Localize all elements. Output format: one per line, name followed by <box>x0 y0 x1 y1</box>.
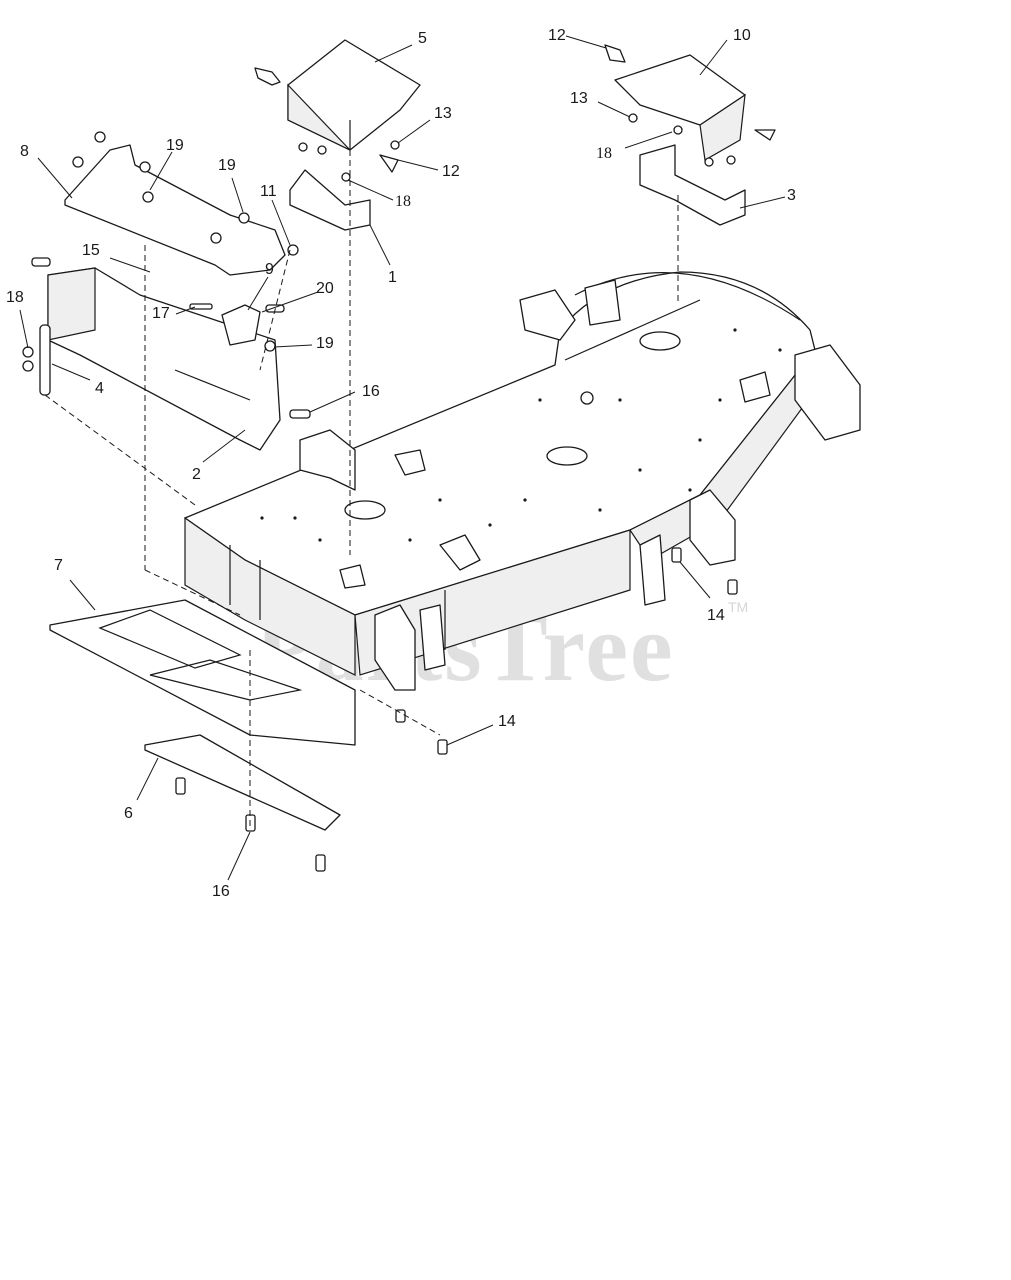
callout-7: 7 <box>54 557 63 574</box>
callout-20: 20 <box>316 280 334 297</box>
callout-14-bottom: 14 <box>498 713 516 730</box>
callout-5: 5 <box>418 30 427 47</box>
spindle-opening-right <box>639 331 681 351</box>
spindle-opening-center <box>546 446 588 466</box>
callout-6: 6 <box>124 805 133 822</box>
callout-14-right: 14 <box>707 607 725 624</box>
watermark-trademark: TM <box>728 599 748 615</box>
callout-4: 4 <box>95 380 104 397</box>
callout-16-top: 16 <box>362 383 380 400</box>
hitch-pin <box>39 324 51 396</box>
cover-bracket-right <box>639 144 746 226</box>
callout-17: 17 <box>152 305 170 322</box>
cover-bracket-left <box>289 169 371 231</box>
callout-18-right: 18 <box>596 145 612 162</box>
hitch-mount <box>47 267 281 451</box>
callout-19-a: 19 <box>166 137 184 154</box>
mower-deck <box>184 271 861 691</box>
callout-2: 2 <box>192 466 201 483</box>
assembly-lines <box>44 150 679 830</box>
callout-11: 11 <box>260 183 277 200</box>
callout-18-far-left: 18 <box>6 289 24 306</box>
hitch-plate <box>64 144 286 276</box>
leader-lines <box>19 35 786 881</box>
fasteners <box>22 44 776 872</box>
callout-12-right: 12 <box>548 27 566 44</box>
belt-cover-right <box>614 54 746 161</box>
deflector-bottom <box>144 734 341 831</box>
callout-13-right: 13 <box>570 90 588 107</box>
callout-18-left: 18 <box>395 193 411 210</box>
deflector-top <box>49 599 356 746</box>
belt-cover-left <box>287 39 421 151</box>
callout-12-left: 12 <box>442 163 460 180</box>
spindle-opening-left <box>344 500 386 520</box>
callout-10: 10 <box>733 27 751 44</box>
callout-9: 9 <box>265 261 274 278</box>
callout-8: 8 <box>20 143 29 160</box>
callout-3: 3 <box>787 187 796 204</box>
callout-19-b: 19 <box>218 157 236 174</box>
callout-1: 1 <box>388 269 397 286</box>
bracket-9 <box>221 304 261 346</box>
callout-19-c: 19 <box>316 335 334 352</box>
callout-labels: 5 10 12 13 12 13 18 18 1 3 8 19 19 11 15… <box>6 27 796 900</box>
callout-15: 15 <box>82 242 100 259</box>
callout-16-bottom: 16 <box>212 883 230 900</box>
callout-13-left: 13 <box>434 105 452 122</box>
